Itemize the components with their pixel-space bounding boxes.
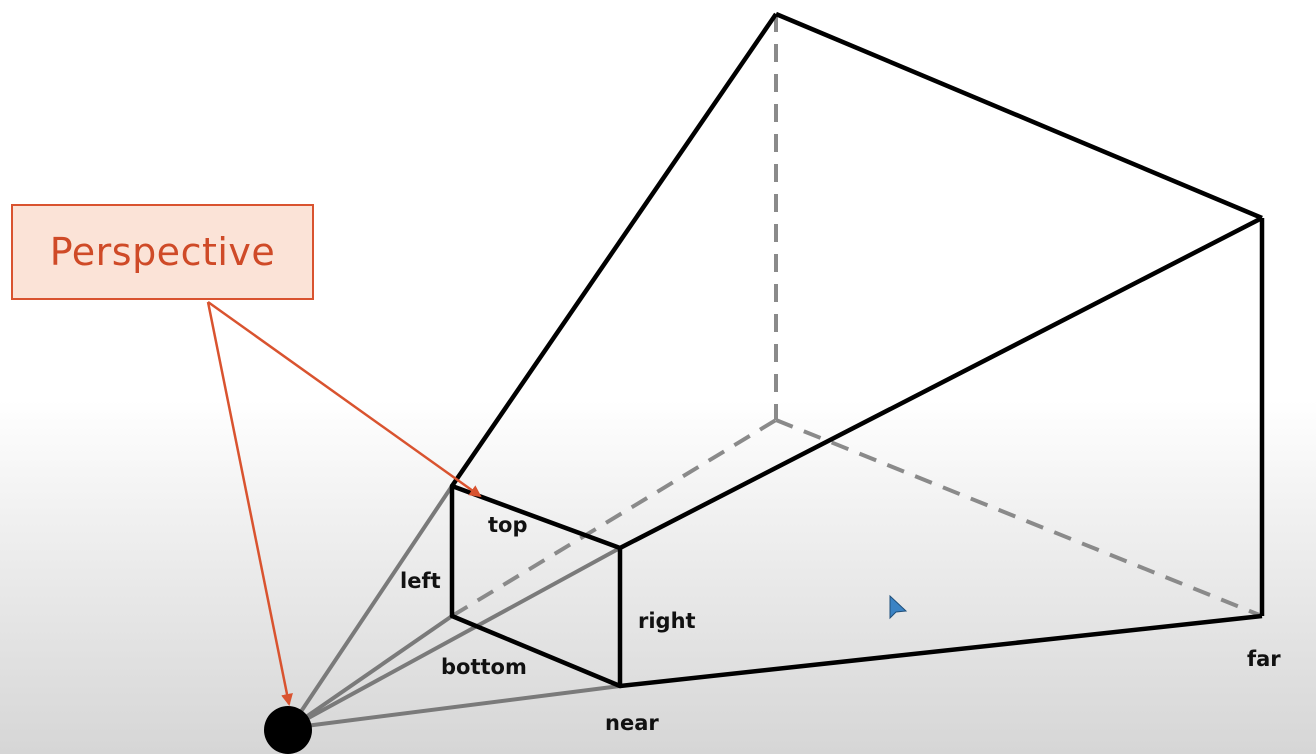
label-bottom: bottom xyxy=(441,655,527,679)
view-ray-top-left xyxy=(288,484,454,730)
edge-left-top xyxy=(450,12,778,488)
edge-far-top xyxy=(775,11,1263,221)
edge-right-top xyxy=(618,215,1264,551)
eye-point-icon xyxy=(264,706,312,754)
view-ray-top-right xyxy=(289,546,621,730)
callout-arrows xyxy=(206,300,482,706)
perspective-callout-label: Perspective xyxy=(49,230,276,274)
label-near: near xyxy=(605,711,659,735)
callout-arrow-to-eye xyxy=(206,301,293,706)
view-ray-bottom-right xyxy=(289,684,621,730)
label-far: far xyxy=(1247,647,1281,671)
hidden-edge-bottom-left xyxy=(450,418,778,618)
label-left: left xyxy=(400,569,441,593)
label-top: top xyxy=(488,513,528,537)
edge-right-bottom xyxy=(619,613,1263,689)
view-ray-bottom-left xyxy=(288,614,454,730)
frustum-edges xyxy=(449,11,1265,689)
view-rays xyxy=(288,484,621,730)
label-right: right xyxy=(638,609,696,633)
near-plane xyxy=(449,483,623,689)
hidden-edges xyxy=(450,14,1263,618)
perspective-callout-box: Perspective xyxy=(11,204,314,300)
hidden-edge-far-bottom xyxy=(775,418,1263,618)
mouse-pointer-icon xyxy=(889,594,908,620)
callout-arrow-to-near-plane xyxy=(207,300,482,498)
